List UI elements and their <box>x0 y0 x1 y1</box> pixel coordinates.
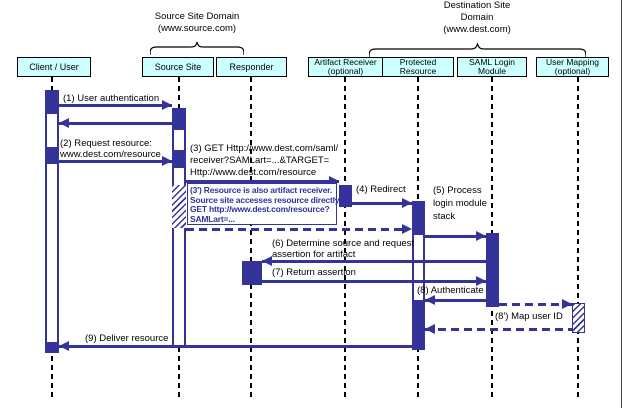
message-6-line1: (6) Determine source and request <box>272 238 415 249</box>
actor-user-mapping: User Mapping (optional) <box>536 57 609 77</box>
message-6-arrow <box>262 260 486 263</box>
activation-saml-login-module <box>486 233 499 307</box>
message-9-arrowhead-icon <box>59 341 69 351</box>
destination-domain-line3: (www.dest.com) <box>443 24 511 35</box>
activation-protected-resource <box>412 201 425 350</box>
note-3-alt-line2: Source site accesses resource directly. <box>190 194 341 205</box>
message-5-label: (5) Process login module stack <box>433 184 487 223</box>
message-1-return-arrow <box>59 122 172 125</box>
actor-protected-resource-line2: Resource <box>399 66 437 76</box>
message-3-arrow <box>186 180 339 183</box>
message-7-arrow <box>262 280 486 283</box>
note-3-alt: (3') Resource is also artifact receiver.… <box>187 183 341 225</box>
figure-right-border <box>621 0 622 408</box>
source-domain-brace <box>150 41 244 56</box>
lifeline-artifact-receiver <box>344 77 346 397</box>
actor-protected-resource-line1: Protected <box>399 57 437 67</box>
message-1-arrowhead-icon <box>162 100 172 110</box>
message-8-alt-arrow <box>425 328 572 331</box>
activation-responder <box>242 261 262 285</box>
activation-protected-resource-fill-2 <box>412 300 425 350</box>
message-3-line3: Http://www.dest.com/resource <box>190 167 317 178</box>
activation-user-mapping <box>572 303 585 333</box>
actor-responder-label: Responder <box>229 61 274 72</box>
message-8-arrow <box>425 299 486 302</box>
destination-domain-label: Destination Site Domain (www.dest.com) <box>443 0 511 36</box>
actor-user-mapping-line2: (optional) <box>554 66 591 76</box>
actor-client-user: Client / User <box>17 57 91 77</box>
message-5-arrow <box>425 235 486 238</box>
actor-client-user-label: Client / User <box>29 61 79 72</box>
message-3-line2: receiver?SAMLart=...&TARGET= <box>190 155 330 166</box>
activation-artifact-receiver <box>339 185 352 207</box>
message-8-map-request-arrow <box>499 303 572 306</box>
actor-responder: Responder <box>216 57 287 77</box>
message-8-arrowhead-icon <box>425 295 435 305</box>
message-5-line1: (5) Process <box>433 185 482 196</box>
activation-protected-resource-fill-1 <box>412 201 425 235</box>
actor-user-mapping-line1: User Mapping <box>546 57 599 67</box>
message-8-alt-arrowhead-icon <box>425 324 435 334</box>
message-2-arrow <box>59 160 172 163</box>
message-9-label: (9) Deliver resource <box>85 333 169 344</box>
source-domain-line1: Source Site Domain <box>154 11 240 22</box>
activation-client-user-fill-2 <box>45 147 59 164</box>
activation-client-user-fill-1 <box>45 90 59 114</box>
message-5-line3: stack <box>433 211 456 222</box>
destination-domain-brace <box>369 43 586 58</box>
message-2-arrowhead-icon <box>162 156 172 166</box>
message-3-alt-arrow <box>186 228 402 231</box>
actor-artifact-receiver: Artifact Receiver (optional) <box>308 57 383 77</box>
actor-source-site: Source Site <box>142 57 214 77</box>
actor-source-site-label: Source Site <box>154 61 202 72</box>
message-3-arrowhead-icon <box>329 176 339 186</box>
message-3-line1: (3) GET Http://www.dest.com/saml/ <box>190 143 339 154</box>
message-7-arrowhead-icon <box>476 276 486 286</box>
activation-source-site-fill-1 <box>172 108 186 130</box>
note-3-alt-line1: (3') Resource is also artifact receiver. <box>190 185 332 195</box>
message-5-line2: login module <box>433 198 487 209</box>
lifeline-user-mapping <box>577 77 579 397</box>
message-3-label: (3) GET Http://www.dest.com/saml/ receiv… <box>190 143 338 179</box>
destination-domain-line2: Domain <box>460 12 494 23</box>
message-6-arrowhead-icon <box>262 256 272 266</box>
activation-source-site-fill-2 <box>172 150 186 168</box>
message-9-arrow <box>59 345 412 348</box>
message-4-label: (4) Redirect <box>356 184 406 195</box>
message-1-label: (1) User authentication <box>63 93 160 104</box>
source-domain-label: Source Site Domain (www.source.com) <box>155 11 239 35</box>
actor-artifact-receiver-line2: (optional) <box>327 66 364 76</box>
actor-protected-resource: Protected Resource <box>382 57 454 77</box>
activation-source-site-hatch <box>172 185 186 228</box>
message-1-return-arrowhead-icon <box>59 118 69 128</box>
destination-domain-line1: Destination Site <box>443 0 511 11</box>
message-4-arrow <box>352 202 412 205</box>
message-1-arrow <box>59 104 172 107</box>
activation-client-user-fill-3 <box>45 342 59 353</box>
activation-client-user <box>45 90 59 353</box>
message-5-arrowhead-icon <box>476 231 486 241</box>
message-7-label: (7) Return assertion <box>272 267 356 278</box>
activation-source-site <box>172 108 186 347</box>
message-2-label: (2) Request resource: www.dest.com/resou… <box>60 138 161 160</box>
message-2-line2: www.dest.com/resource <box>60 149 161 160</box>
message-8-map-request-arrowhead-icon <box>562 299 572 309</box>
message-4-arrowhead-icon <box>402 198 412 208</box>
actor-saml-login-module: SAML Login Module <box>457 57 527 77</box>
source-domain-line2: (www.source.com) <box>157 23 237 34</box>
actor-saml-login-module-line2: Module <box>478 66 506 76</box>
message-3-alt-arrowhead-icon <box>402 224 412 234</box>
message-8-alt-label: (8') Map user ID <box>495 311 563 322</box>
actor-artifact-receiver-line1: Artifact Receiver <box>314 57 377 67</box>
note-3-alt-line3: GET http://www.dest.com/resource? <box>190 204 330 214</box>
message-6-line2: assertion for artifact <box>272 249 356 260</box>
note-3-alt-line4: SAMLart=... <box>190 213 235 224</box>
actor-saml-login-module-line1: SAML Login <box>469 57 515 67</box>
message-6-label: (6) Determine source and request asserti… <box>272 238 414 260</box>
message-8-label: (8) Authenticate <box>417 285 484 296</box>
lifeline-responder <box>250 77 252 397</box>
message-2-line1: (2) Request resource: <box>60 138 152 149</box>
